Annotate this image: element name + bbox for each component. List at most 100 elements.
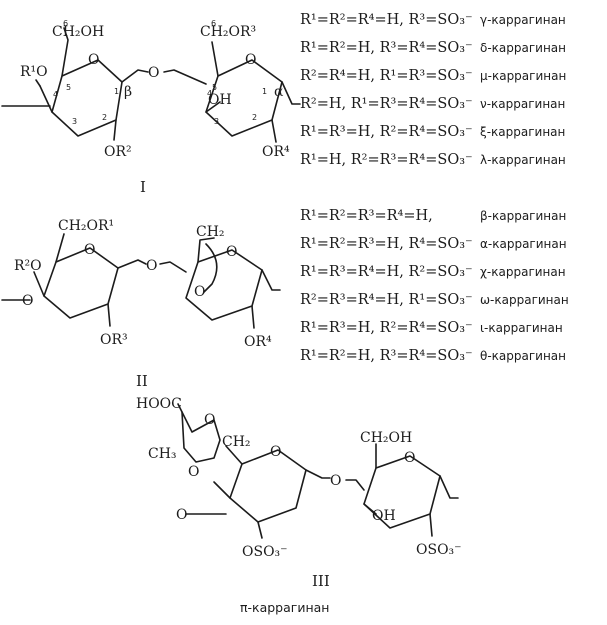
ch2oh-label: CH₂OH: [52, 24, 104, 40]
ch2or3-label: CH₂OR³: [200, 24, 256, 40]
ring-III-left: [229, 449, 307, 523]
c1-number: 1: [114, 87, 119, 96]
hooc-label: HOOC: [136, 396, 182, 412]
table-I-name: γ-каррагинан: [480, 13, 566, 27]
table-I-formula: R¹=R²=H, R³=R⁴=SO₃⁻: [300, 40, 473, 56]
or3-label: OR³: [100, 332, 128, 348]
c2-number: 2: [252, 113, 257, 122]
ring-o-label: O: [88, 52, 99, 68]
table-II-formula: R¹=R³=R⁴=H, R²=SO₃⁻: [300, 264, 473, 280]
bond-I-c5-c6: [61, 27, 69, 77]
c6-number: 6: [211, 19, 216, 28]
acetal-o-label: O: [204, 412, 215, 428]
bond-I-c2b-or4: [271, 119, 277, 143]
table-II-formula: R¹=R²=H, R³=R⁴=SO₃⁻: [300, 348, 473, 364]
pi-carrageenan-caption: π-каррагинан: [240, 600, 329, 615]
table-I-name: λ-каррагинан: [480, 153, 566, 167]
table-II-formula: R²=R³=R⁴=H, R¹=SO₃⁻: [300, 292, 473, 308]
bond-III-c1-o: [305, 469, 331, 479]
bond-I-c3b-oh: [205, 101, 221, 113]
table-II-formula: R¹=R²=R³=R⁴=H,: [300, 208, 433, 224]
left-o-label: O: [22, 293, 33, 309]
table-I-name: ν-каррагинан: [480, 97, 565, 111]
table-II-name: ι-каррагинан: [480, 321, 563, 335]
label-I: I: [140, 178, 146, 196]
table-I-name: δ-каррагинан: [480, 41, 566, 55]
c4-number: 4: [53, 90, 58, 99]
label-III: III: [312, 572, 330, 590]
table-I-name: μ-каррагинан: [480, 69, 566, 83]
c5-number: 5: [66, 83, 71, 92]
c3-number: 3: [72, 117, 77, 126]
bond-II-anhydro-bridge: [203, 243, 218, 293]
c1-number: 1: [262, 87, 267, 96]
structure-I: CH₂OH R¹O OR² O O CH₂OR³ O OH OR⁴ β α 6 …: [1, 19, 301, 196]
table-I-formula: R¹=R³=H, R²=R⁴=SO₃⁻: [300, 124, 473, 140]
bond-I-c2-or2: [113, 119, 117, 141]
c4-number: 4: [207, 89, 212, 98]
table-II-formula: R¹=R³=H, R²=R⁴=SO₃⁻: [300, 320, 473, 336]
ring-o-label: O: [404, 450, 415, 466]
alpha-label: α: [274, 84, 284, 100]
oh-label: OH: [372, 508, 396, 524]
r2o-label: R²O: [14, 258, 42, 274]
bond-III-o-link: [213, 481, 231, 499]
table-I-formula: R²=H, R¹=R³=R⁴=SO₃⁻: [300, 96, 473, 112]
bond-II-ch2: [197, 237, 215, 263]
ch2or1-label: CH₂OR¹: [58, 218, 114, 234]
ch3-label: CH₃: [148, 446, 177, 462]
anhydro-o-label: O: [194, 284, 205, 300]
bond-I-c1b-alpha: [281, 81, 301, 105]
oso3-label: OSO₃⁻: [416, 542, 462, 558]
table-I-name: ξ-каррагинан: [480, 125, 565, 139]
table-II-name: β-каррагинан: [480, 209, 566, 223]
bond-I-r1o: [35, 79, 41, 87]
bond-II-c5-c6: [55, 233, 65, 263]
bond-III-ch2-link: [225, 445, 243, 465]
table-II: R¹=R²=R³=R⁴=H, β-каррагинан R¹=R²=R³=H, …: [300, 208, 569, 364]
bond-I-c4-o: [39, 85, 53, 113]
bond-II-c2-or4: [251, 305, 255, 329]
bridge-o-label: O: [330, 473, 341, 489]
table-I-formula: R²=R⁴=H, R¹=R³=SO₃⁻: [300, 68, 473, 84]
structure-III: HOOC CH₃ CH₂ O O O O O CH₂OH O OH OSO₃⁻ …: [136, 396, 462, 615]
bond-II-c2-or3: [107, 303, 111, 327]
table-I: R¹=R²=R⁴=H, R³=SO₃⁻ γ-каррагинан R¹=R²=H…: [300, 12, 566, 168]
or4-label: OR⁴: [244, 334, 272, 350]
bond-III-o-c4: [345, 479, 365, 491]
bond-I-o-c4: [163, 69, 207, 85]
bond-II-c1-chain: [261, 269, 281, 291]
oh-label: OH: [208, 92, 232, 108]
table-I-formula: R¹=H, R²=R³=R⁴=SO₃⁻: [300, 152, 473, 168]
r1o-label: R¹O: [20, 64, 48, 80]
left-o-label: O: [176, 507, 187, 523]
ring-o-label: O: [245, 52, 256, 68]
ring-III-acetal: [181, 411, 221, 463]
bond-I-c5b-c6b: [211, 41, 219, 77]
ring-II-left: [43, 247, 119, 319]
label-II: II: [136, 372, 148, 390]
bond-II-c1-o: [117, 259, 147, 269]
table-II-name: χ-каррагинан: [480, 265, 566, 279]
acetal-o-label: O: [188, 464, 199, 480]
ch2oh-label: CH₂OH: [360, 430, 412, 446]
or4-label: OR⁴: [262, 144, 290, 160]
c5-number: 5: [212, 83, 217, 92]
oso3-label: OSO₃⁻: [242, 544, 288, 560]
bond-III-c2b-oso3: [429, 513, 433, 537]
bond-II-c4-o: [33, 271, 45, 297]
ring-o-label: O: [226, 244, 237, 260]
table-II-name: α-каррагинан: [480, 237, 567, 251]
beta-label: β: [124, 84, 132, 100]
bridge-o-label: O: [146, 258, 157, 274]
ring-o-label: O: [84, 242, 95, 258]
c3-number: 3: [214, 117, 219, 126]
table-II-name: ω-каррагинан: [480, 293, 569, 307]
ch2-label: CH₂: [222, 434, 251, 450]
ch2-label: CH₂: [196, 224, 225, 240]
c6-number: 6: [63, 19, 68, 28]
bond-III-c3-oh: [363, 503, 377, 515]
table-II-formula: R¹=R²=R³=H, R⁴=SO₃⁻: [300, 236, 473, 252]
c2-number: 2: [102, 113, 107, 122]
